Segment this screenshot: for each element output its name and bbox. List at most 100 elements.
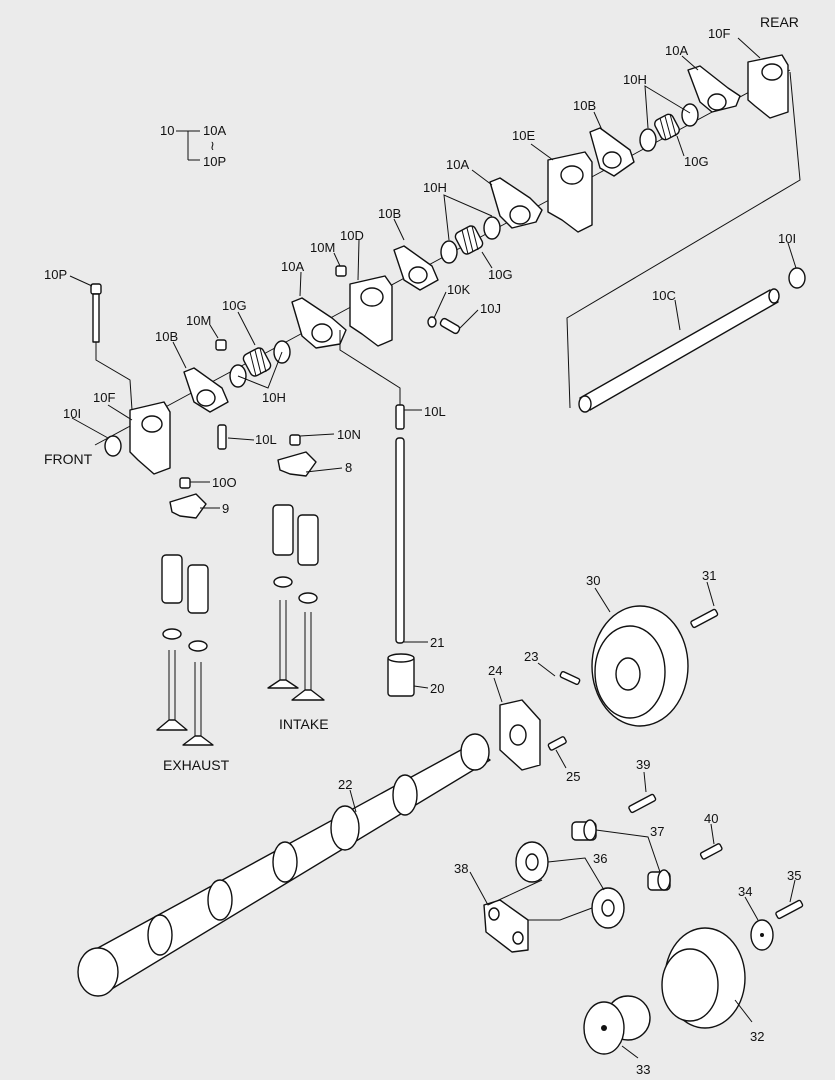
callout-10B-mid: 10B	[378, 206, 401, 221]
callout-8: 8	[345, 460, 352, 475]
washer-10H-rear-2	[639, 128, 657, 152]
callout-33: 33	[636, 1062, 650, 1077]
rocker-arm-10A-mid	[489, 177, 543, 229]
rocker-arm-10A-left	[291, 297, 347, 349]
rocker-shaft-callout-box	[566, 71, 801, 409]
rocker-arm-10B-left	[183, 367, 229, 413]
callout-40: 40	[704, 811, 718, 826]
tappet-20	[387, 653, 415, 697]
callout-10F-left: 10F	[93, 390, 115, 405]
callout-36: 36	[593, 851, 607, 866]
callout-35: 35	[787, 868, 801, 883]
cap-10N	[289, 434, 301, 446]
washer-10H-mid	[483, 216, 501, 240]
callout-30: 30	[586, 573, 600, 588]
exhaust-valve-left	[156, 554, 188, 731]
callout-10O: 10O	[212, 475, 237, 490]
washer-10H-rear	[681, 103, 699, 127]
washer-34	[750, 919, 774, 951]
callout-10D: 10D	[340, 228, 364, 243]
spring-10G-left	[242, 347, 272, 377]
washer-10H-mid-2	[440, 240, 458, 264]
callout-10B-upper: 10B	[573, 98, 596, 113]
callout-10C: 10C	[652, 288, 676, 303]
callout-25: 25	[566, 769, 580, 784]
camshaft-22	[77, 733, 491, 997]
bolt-10J	[439, 317, 461, 335]
callout-10I-left: 10I	[63, 406, 81, 421]
callout-10E: 10E	[512, 128, 535, 143]
callout-34: 34	[738, 884, 752, 899]
bolt-25	[547, 736, 567, 751]
rocker-arm-10B-upper	[589, 127, 635, 177]
legend-bracket: 10 10A ≀ 10P	[160, 123, 226, 169]
callout-21: 21	[430, 635, 444, 650]
callout-10H-left: 10H	[262, 390, 286, 405]
spring-10G-mid	[454, 225, 484, 255]
callout-10B-left: 10B	[155, 329, 178, 344]
bolt-40	[699, 843, 723, 860]
washer-10K	[427, 316, 437, 328]
rear-bracket-10F	[747, 54, 789, 119]
snap-ring-10I-right	[788, 267, 806, 289]
spring-10G-rear	[654, 113, 680, 141]
callout-10F-top: 10F	[708, 26, 730, 41]
callout-23: 23	[524, 649, 538, 664]
callout-10I-right: 10I	[778, 231, 796, 246]
intake-valve-right	[291, 514, 325, 701]
bracket-38	[483, 899, 529, 953]
pushrod-guide-line	[339, 330, 401, 405]
idler-shaft-37-lower	[647, 869, 671, 891]
idler-shaft-37-upper	[571, 819, 597, 841]
callout-10L-right: 10L	[424, 404, 446, 419]
callout-10H-mid: 10H	[423, 180, 447, 195]
callout-31: 31	[702, 568, 716, 583]
callout-24: 24	[488, 663, 502, 678]
exhaust-valve-right	[182, 564, 214, 746]
caption-front: FRONT	[44, 451, 93, 467]
callout-10A-top: 10A	[665, 43, 688, 58]
callout-10M-left: 10M	[186, 313, 211, 328]
front-bracket-10F	[129, 401, 171, 475]
callout-37: 37	[650, 824, 664, 839]
adjusting-screw-10L-left	[217, 424, 227, 450]
rocker-shaft-10C	[578, 288, 780, 413]
legend-from-label: 10A	[203, 123, 226, 138]
caption-intake: INTAKE	[279, 716, 329, 732]
adjusting-screw-10L-right	[395, 404, 405, 430]
callout-10G-mid: 10G	[488, 267, 513, 282]
legend-to-label: 10P	[203, 154, 226, 169]
leader-lines	[69, 37, 797, 1059]
callout-10P: 10P	[44, 267, 67, 282]
callout-10N: 10N	[337, 427, 361, 442]
idler-gear-36-lower	[591, 887, 625, 929]
middle-bracket-10E	[547, 151, 593, 233]
callout-32: 32	[750, 1029, 764, 1044]
callout-10A-left: 10A	[281, 259, 304, 274]
caption-exhaust: EXHAUST	[163, 757, 230, 773]
callout-20: 20	[430, 681, 444, 696]
bolt-31	[690, 608, 719, 629]
callout-10A-mid: 10A	[446, 157, 469, 172]
bolt-39	[628, 793, 657, 814]
callout-10M-mid: 10M	[310, 240, 335, 255]
valve-bridge-9	[169, 493, 207, 519]
callout-10J: 10J	[480, 301, 501, 316]
callout-38: 38	[454, 861, 468, 876]
legend-main-label: 10	[160, 123, 174, 138]
snap-ring-10I-left	[104, 435, 122, 457]
bolt-35	[775, 899, 804, 920]
rocker-arm-10B-mid	[393, 245, 439, 291]
nut-10M-left	[215, 339, 227, 351]
callout-10G-left: 10G	[222, 298, 247, 313]
callout-10H-top: 10H	[623, 72, 647, 87]
cam-gear-30	[591, 605, 689, 727]
hub-33	[583, 995, 651, 1055]
callout-10G-upper: 10G	[684, 154, 709, 169]
pushrod-21	[395, 437, 405, 644]
legend-tilde: ≀	[210, 138, 215, 153]
callout-22: 22	[338, 777, 352, 792]
callout-39: 39	[636, 757, 650, 772]
thrust-plate-24	[499, 699, 541, 771]
